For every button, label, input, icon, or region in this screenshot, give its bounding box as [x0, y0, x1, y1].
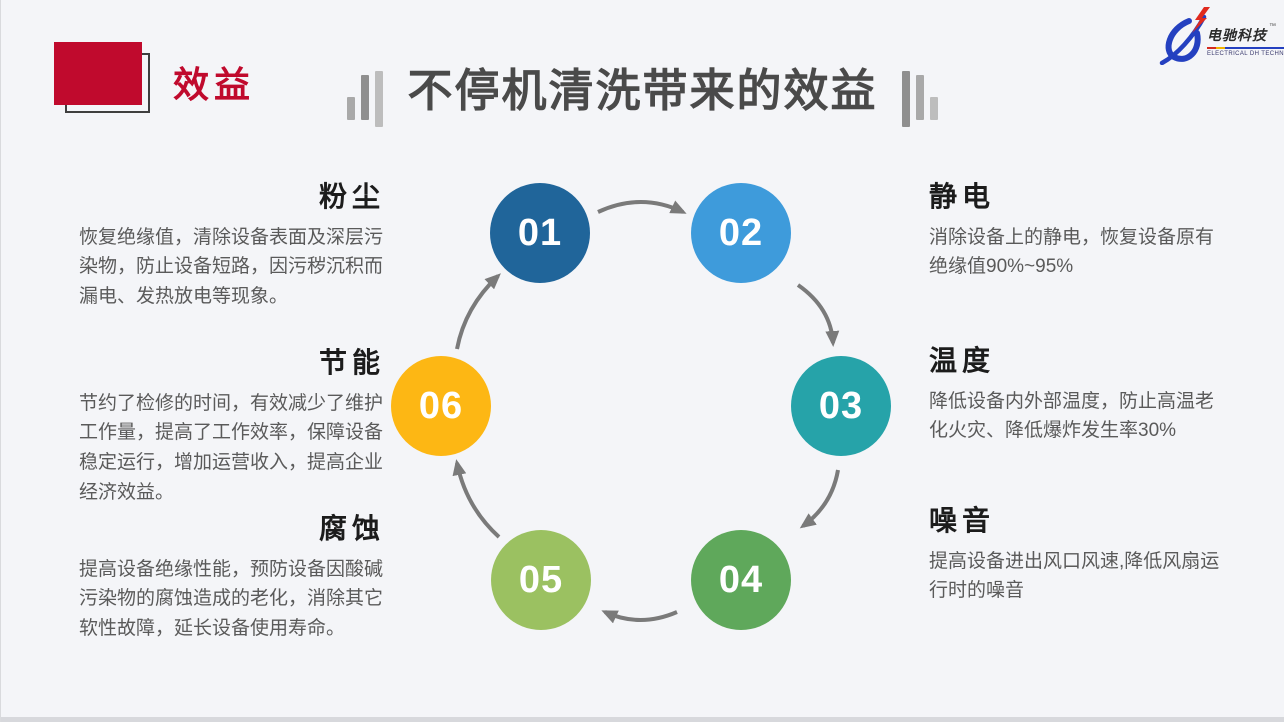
bar-icon [901, 71, 910, 127]
step-circle-04: 04 [691, 530, 791, 630]
logo-stripe [1207, 47, 1284, 49]
bar-icon [375, 71, 384, 127]
bar-icon [929, 97, 938, 120]
stripe-blue [1225, 47, 1284, 49]
step-number: 02 [718, 211, 764, 254]
step-circle-05: 05 [491, 530, 591, 630]
company-logo: 电驰科技 ™ ELECTRICAL DH TECHNOLOGY [1159, 6, 1284, 66]
benefit-title: 腐蚀 [318, 513, 385, 544]
benefit-title: 节能 [318, 347, 385, 378]
benefit-body: 提高设备进出风口风速,降低风扇运行时的噪音 [929, 550, 1220, 602]
step-circle-06: 06 [391, 356, 491, 456]
benefit-block-static: 静电 消除设备上的静电，恢复设备原有绝缘值90%~95% [929, 180, 1231, 282]
step-circle-03: 03 [791, 356, 891, 456]
step-number: 05 [518, 558, 564, 601]
lightning-bolt-icon [1192, 7, 1210, 33]
bottom-edge-bar [1, 717, 1284, 722]
logo-caption: ELECTRICAL DH TECHNOLOGY [1207, 51, 1284, 57]
benefit-title: 粉尘 [318, 181, 385, 212]
logo-mark-icon [1159, 7, 1210, 65]
arrow-06-01-icon [455, 273, 501, 350]
step-circle-01: 01 [490, 183, 590, 283]
arrow-04-05-icon [601, 610, 678, 624]
stripe-yellow [1216, 47, 1225, 49]
benefit-title: 温度 [929, 345, 996, 376]
corner-accent-square [54, 42, 142, 105]
benefit-block-noise: 噪音 提高设备进出风口风速,降低风扇运行时的噪音 [929, 504, 1231, 606]
section-title: 效益 [173, 64, 256, 105]
stripe-red [1207, 47, 1216, 49]
slide-title: 不停机清洗带来的效益 [407, 65, 878, 117]
benefit-block-temperature: 温度 降低设备内外部温度，防止高温老化火灾、降低爆炸发生率30% [929, 344, 1231, 446]
benefit-block-energy-saving: 节能 节约了检修的时间，有效减少了维护工作量，提高了工作效率，保障设备稳定运行，… [79, 346, 387, 508]
cycle-diagram: 01 02 03 04 05 06 [361, 150, 921, 670]
bar-icon [347, 97, 356, 120]
cycle-arrows [452, 200, 840, 624]
benefit-title: 静电 [929, 181, 996, 212]
logo-text: 电驰科技 ™ ELECTRICAL DH TECHNOLOGY [1207, 23, 1284, 57]
step-number: 03 [818, 384, 864, 427]
arrow-02-03-icon [796, 283, 840, 347]
bar-icon [915, 75, 924, 120]
logo-company-name: 电驰科技 [1207, 29, 1267, 44]
step-number: 01 [517, 211, 563, 254]
step-number: 06 [418, 384, 464, 427]
header: 不停机清洗带来的效益 [1, 62, 1284, 127]
benefit-block-dust: 粉尘 恢复绝缘值，清除设备表面及深层污染物，防止设备短路，因污秽沉积而漏电、发热… [79, 180, 387, 312]
benefit-body: 提高设备绝缘性能，预防设备因酸碱污染物的腐蚀造成的老化，消除其它软性故障，延长设… [79, 558, 384, 640]
bar-icon [361, 75, 370, 120]
equalizer-bars-left-icon [347, 62, 384, 127]
step-number: 04 [718, 558, 764, 601]
equalizer-bars-right-icon [901, 62, 938, 127]
benefit-block-corrosion: 腐蚀 提高设备绝缘性能，预防设备因酸碱污染物的腐蚀造成的老化，消除其它软性故障，… [79, 512, 387, 644]
step-circle-02: 02 [691, 183, 791, 283]
logo-trademark: ™ [1269, 23, 1276, 30]
arrow-03-04-icon [799, 469, 840, 529]
arrow-05-06-icon [452, 459, 501, 539]
benefit-body: 降低设备内外部温度，防止高温老化火灾、降低爆炸发生率30% [929, 390, 1215, 442]
arrow-01-02-icon [597, 200, 687, 214]
benefit-body: 消除设备上的静电，恢复设备原有绝缘值90%~95% [929, 226, 1215, 278]
benefit-body: 节约了检修的时间，有效减少了维护工作量，提高了工作效率，保障设备稳定运行，增加运… [79, 392, 384, 504]
benefit-title: 噪音 [929, 505, 996, 536]
benefit-body: 恢复绝缘值，清除设备表面及深层污染物，防止设备短路，因污秽沉积而漏电、发热放电等… [79, 226, 384, 308]
